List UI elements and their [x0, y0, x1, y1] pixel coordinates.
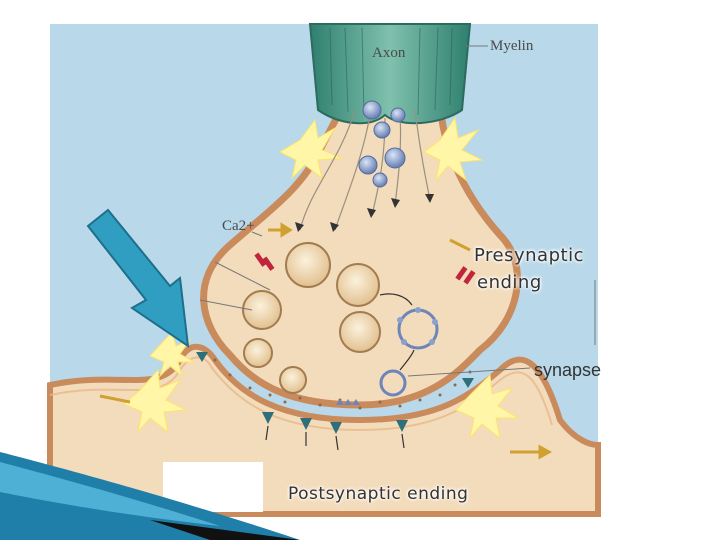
calcium-influx-arrows [99, 222, 553, 460]
slide-swoosh [0, 452, 300, 540]
recycling-arrows [379, 293, 415, 371]
myelin-sheath [308, 23, 472, 125]
action-potential-bursts [123, 116, 520, 440]
label-axon: Axon [372, 45, 406, 61]
neurotransmitter-dots [213, 358, 472, 410]
enzymes [336, 399, 360, 405]
transport-arrows [295, 194, 434, 232]
label-presynaptic-line2: ending [477, 272, 542, 293]
label-postsynaptic: Postsynaptic ending [288, 484, 469, 504]
leader-lines [199, 45, 596, 377]
receptor-arrows [265, 425, 405, 451]
calcium-channels [254, 252, 476, 285]
label-calcium: Ca2+ [222, 218, 255, 234]
pointer-arrow [86, 208, 190, 349]
label-synapse: synapse [534, 360, 602, 380]
label-presynaptic-line1: Presynaptic [474, 245, 584, 266]
label-myelin: Myelin [490, 38, 534, 54]
postsynaptic-receptors [196, 352, 474, 434]
recycling-coat [397, 307, 438, 345]
synaptic-vesicles [242, 242, 381, 394]
transport-vesicles [358, 100, 406, 188]
